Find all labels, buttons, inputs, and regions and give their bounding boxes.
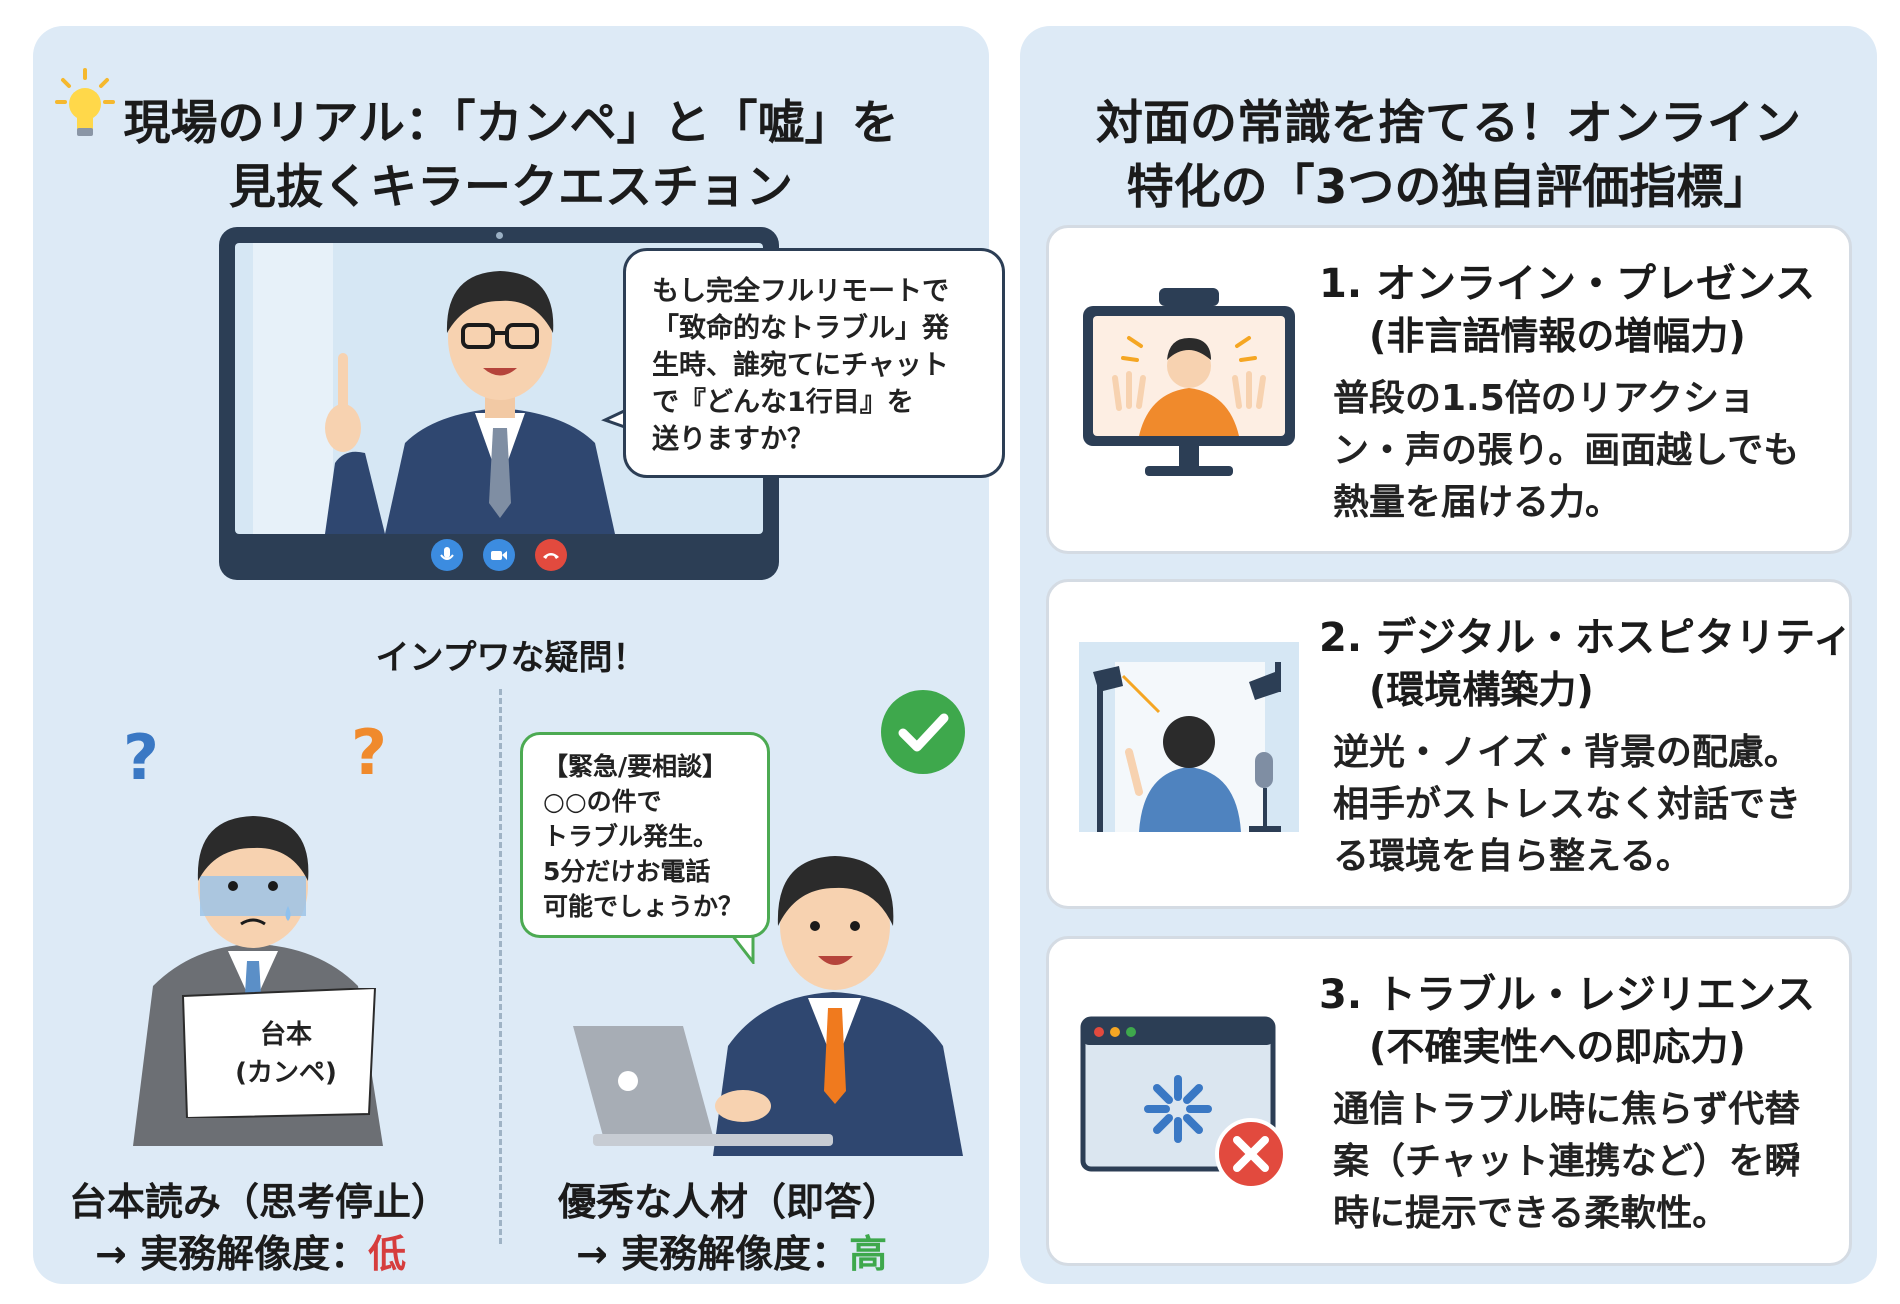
card-subtitle: (環境構築力) xyxy=(1369,668,1594,712)
answer-line: 可能でしょうか？ xyxy=(543,892,744,921)
screen-background-window xyxy=(253,243,333,534)
caption-script-reading: 台本読み（思考停止） xyxy=(69,1180,450,1224)
metric-card-online-presence: 1. オンライン・プレゼンス (非言語情報の増幅力) 普段の1.5倍のリアクショ… xyxy=(1046,225,1852,554)
dashed-divider xyxy=(499,689,502,1244)
question-line: 送りますか？ xyxy=(652,424,814,455)
question-line: で『どんな1行目』を xyxy=(652,387,914,418)
question-mark-icon: ? xyxy=(123,721,159,794)
resolution-level-high: 高 xyxy=(849,1232,888,1276)
webcam-icon xyxy=(1083,288,1295,476)
caption-script-resolution: → 実務解像度：低 xyxy=(95,1226,406,1282)
answer-bubble: 【緊急/要相談】 ○○の件で トラブル発生。 5分だけお電話 可能でしょうか？ xyxy=(520,732,770,938)
right-title-line2: 特化の「3つの独自評価指標」 xyxy=(1126,160,1771,215)
left-panel: 現場のリアル：「カンペ」と「嘘」を 見抜くキラークエスチョン xyxy=(33,26,1005,1284)
card-body: 普段の1.5倍のリアクション・声の張り。画面越しでも熱量を届ける力。 xyxy=(1333,378,1800,523)
right-title-line1: 対面の常識を捨てる！オンライン xyxy=(1096,96,1801,151)
left-title-line1: 現場のリアル：「カンペ」と「嘘」を xyxy=(123,96,899,151)
caption-capable-resolution: → 実務解像度：高 xyxy=(576,1226,887,1282)
question-bubble: もし完全フルリモートで 「致命的なトラブル」発 生時、誰宛てにチャット で『どん… xyxy=(623,248,1005,478)
question-line: 「致命的なトラブル」発 xyxy=(652,313,949,344)
card-title: 2. デジタル・ホスピタリティ xyxy=(1319,615,1853,661)
card-body: 逆光・ノイズ・背景の配慮。相手がストレスなく対話できる環境を自ら整える。 xyxy=(1333,732,1802,877)
lightbulb-icon xyxy=(55,68,115,136)
left-title: 現場のリアル：「カンペ」と「嘘」を 見抜くキラークエスチョン xyxy=(33,92,989,220)
caption-prefix: → 実務解像度： xyxy=(95,1232,369,1276)
caption-prefix: → 実務解像度： xyxy=(576,1232,850,1276)
script-label: 台本 (カンペ) xyxy=(201,1016,371,1092)
script-label-line2: (カンペ) xyxy=(235,1058,337,1088)
hang-up-icon xyxy=(543,553,559,559)
question-mark-icon: ? xyxy=(351,716,387,789)
metric-card-digital-hospitality: 2. デジタル・ホスピタリティ (環境構築力) 逆光・ノイズ・背景の配慮。相手が… xyxy=(1046,579,1853,909)
video-icon xyxy=(491,551,507,560)
check-icon xyxy=(881,690,965,774)
script-label-line1: 台本 xyxy=(259,1020,312,1050)
card-body: 通信トラブル時に焦らず代替案（チャット連携など）を瞬時に提示できる柔軟性。 xyxy=(1333,1089,1801,1234)
answer-line: トラブル発生。 xyxy=(543,822,719,851)
question-line: 生時、誰宛てにチャット xyxy=(652,350,949,381)
metric-card-trouble-resilience: 3. トラブル・レジリエンス (不確実性への即応力) 通信トラブル時に焦らず代替… xyxy=(1046,936,1852,1266)
camera-dot xyxy=(496,232,503,239)
right-panel: 対面の常識を捨てる！オンライン 特化の「3つの独自評価指標」 1. オンライン・… xyxy=(1020,26,1877,1284)
mic-button[interactable] xyxy=(431,539,463,571)
question-line: もし完全フルリモートで xyxy=(652,276,949,307)
mic-icon xyxy=(440,547,454,560)
left-title-line2: 見抜くキラークエスチョン xyxy=(229,160,793,215)
interviewer-illustration xyxy=(325,271,615,534)
loading-icon xyxy=(1080,1016,1287,1190)
capable-candidate-illustration xyxy=(573,856,963,1156)
answer-line: ○○の件で xyxy=(543,787,662,816)
answer-line: 5分だけお電話 xyxy=(543,857,711,886)
answer-line: 【緊急/要相談】 xyxy=(543,752,728,781)
right-title: 対面の常識を捨てる！オンライン 特化の「3つの独自評価指標」 xyxy=(1020,92,1877,220)
resolution-level-low: 低 xyxy=(368,1232,407,1276)
card-title: 1. オンライン・プレゼンス xyxy=(1319,261,1816,307)
question-label: インプワな疑問！ xyxy=(375,638,647,678)
video-button[interactable] xyxy=(483,539,515,571)
hang-up-button[interactable] xyxy=(535,539,567,571)
caption-capable: 優秀な人材（即答） xyxy=(558,1180,901,1224)
card-subtitle: (非言語情報の増幅力) xyxy=(1369,314,1746,358)
card-title: 3. トラブル・レジリエンス xyxy=(1319,972,1816,1018)
script-paper xyxy=(181,988,377,1118)
card-subtitle: (不確実性への即応力) xyxy=(1369,1025,1746,1069)
spotlight-icon xyxy=(1079,642,1299,832)
